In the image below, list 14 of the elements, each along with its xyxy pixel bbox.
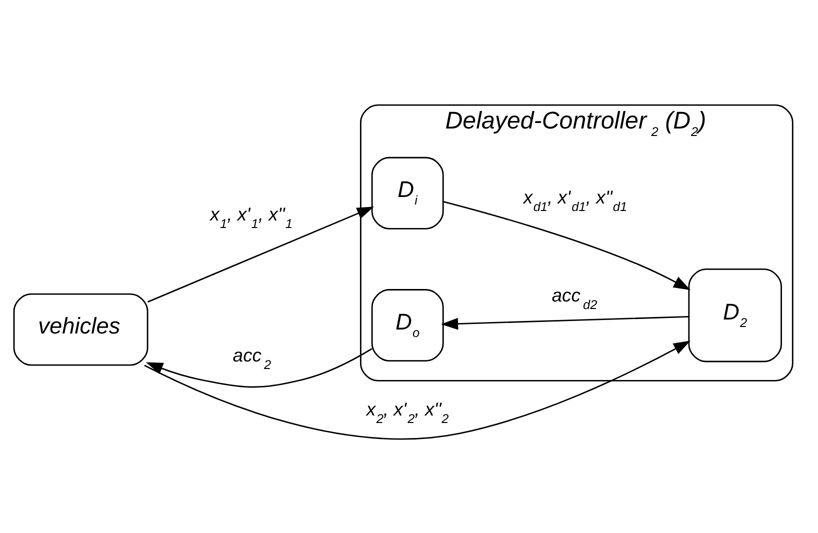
node-box: vehicles [13,293,148,366]
edge-label: acc$_{2}$ [232,344,272,372]
arrow [440,316,689,330]
node-box: D$_{i}$ [371,156,444,230]
edge-label: acc$_{d2}$ [552,284,598,312]
edge-label: x$_{d1}$, x'$_{d1}$, x''$_{d1}$ [523,186,628,214]
node-box: D$_{2}$ [688,268,782,362]
edge-label: x$_{2}$, x'$_{2}$, x''$_{2}$ [366,398,449,426]
arrow [144,340,690,440]
node-box: D$_{o}$ [371,289,444,362]
arrow [147,206,374,303]
edge-label: x$_{1}$, x'$_{1}$, x''$_{1}$ [210,204,292,232]
arrow [443,200,691,290]
arrow [146,348,372,388]
